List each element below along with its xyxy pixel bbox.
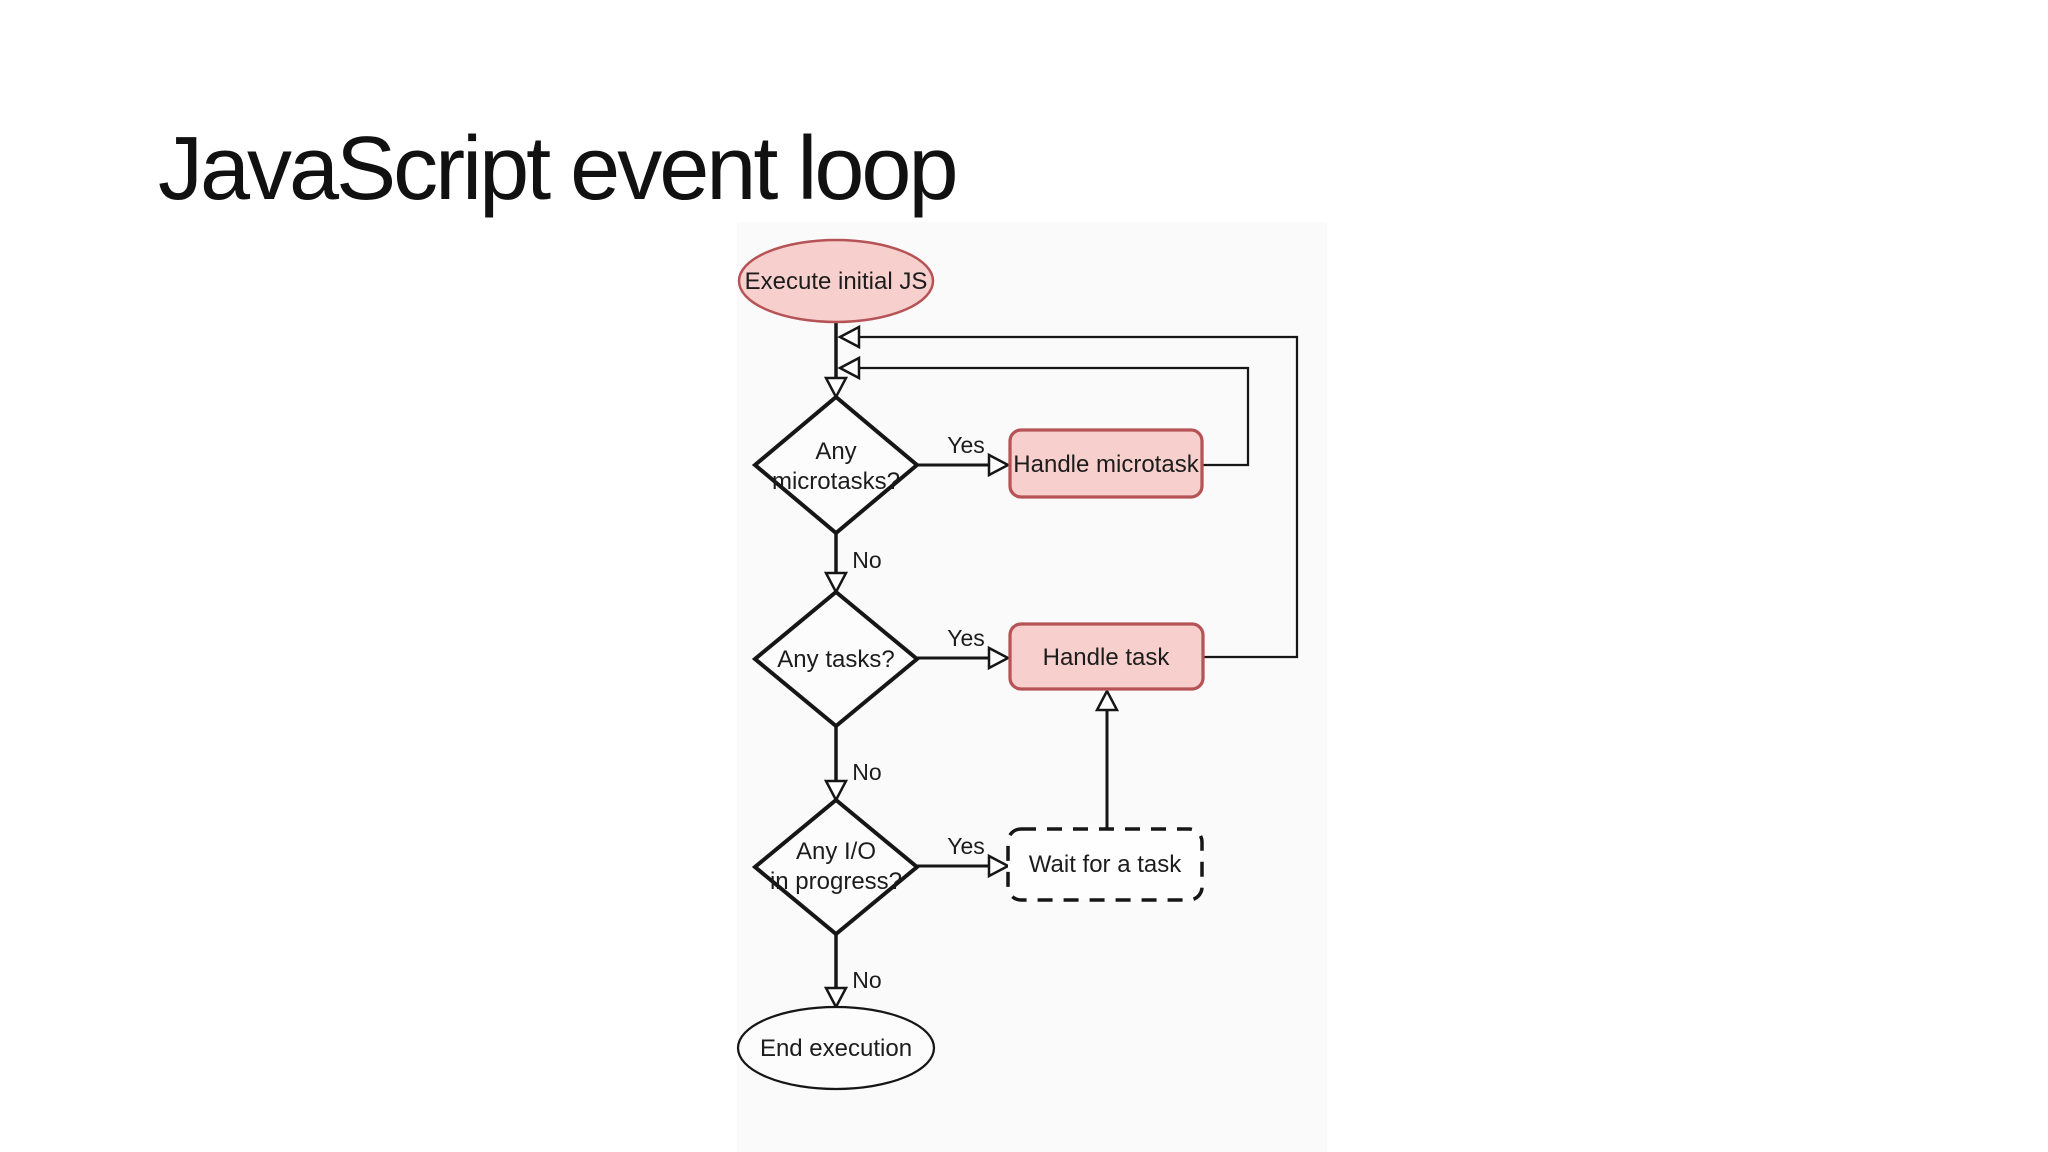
node-handle-task-label: Handle task — [1043, 644, 1171, 671]
node-io-diamond — [751, 797, 921, 937]
arrowhead-into-end — [823, 986, 849, 1010]
node-start-ellipse — [737, 238, 935, 324]
edge-handle-task-loop — [857, 335, 1299, 659]
edge-label-microtasks-yes: Yes — [947, 432, 985, 458]
node-handle-microtask-box — [1008, 428, 1204, 499]
arrowhead-into-handle-microtask — [987, 452, 1011, 478]
node-start-label: Execute initial JS — [745, 268, 928, 295]
arrowhead-task-loop-return — [837, 324, 861, 350]
labels: Execute initial JS Any microtasks? Yes H… — [745, 268, 1200, 1062]
node-microtasks-label-line1: Any — [815, 438, 856, 465]
node-wait-label: Wait for a task — [1029, 851, 1182, 878]
node-end-label: End execution — [760, 1035, 912, 1062]
arrowhead-microtask-loop-return — [837, 355, 861, 381]
node-io-label-line1: Any I/O — [796, 838, 876, 865]
edge-lines — [834, 322, 1299, 990]
edge-label-tasks-yes: Yes — [947, 625, 985, 651]
node-handle-task-box — [1008, 622, 1205, 691]
node-tasks-label: Any tasks? — [777, 646, 894, 673]
node-microtasks-label-line2: microtasks? — [772, 468, 900, 495]
node-tasks-diamond — [751, 589, 921, 729]
edge-handle-microtask-loop — [857, 366, 1250, 467]
arrowhead-into-handle-task — [987, 645, 1011, 671]
edge-label-io-no: No — [852, 967, 881, 993]
slide-title: JavaScript event loop — [158, 119, 958, 219]
node-end-ellipse — [736, 1005, 936, 1091]
arrowhead-wait-up — [1094, 688, 1120, 712]
edge-label-tasks-no: No — [852, 759, 881, 785]
edge-label-microtasks-no: No — [852, 547, 881, 573]
arrowhead-into-microtasks — [823, 376, 849, 400]
node-io-label-line2: in progress? — [770, 868, 902, 895]
node-microtasks-diamond — [751, 394, 921, 536]
node-wait-box — [1006, 827, 1204, 902]
arrowhead-into-io — [823, 779, 849, 803]
arrowhead-into-wait — [987, 853, 1011, 879]
node-handle-microtask-label: Handle microtask — [1013, 451, 1199, 478]
edge-label-io-yes: Yes — [947, 833, 985, 859]
arrowhead-into-tasks — [823, 571, 849, 595]
arrowheads — [823, 324, 1120, 1010]
